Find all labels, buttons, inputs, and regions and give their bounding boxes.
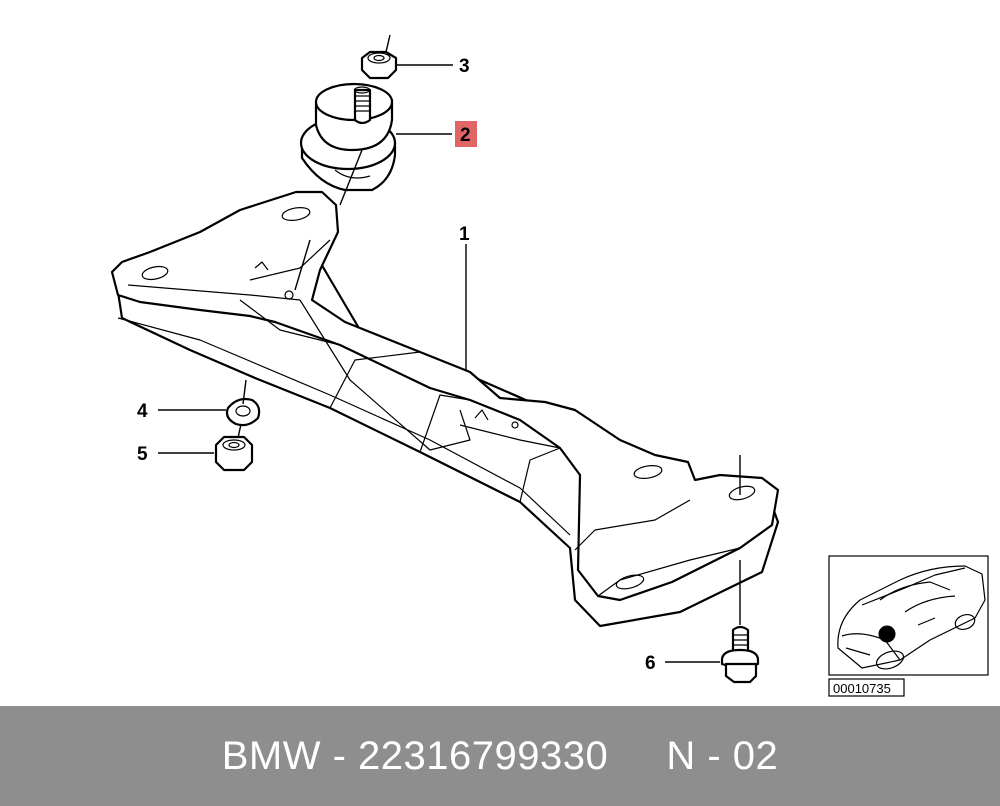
part-number-label: BMW - 22316799330 N - 02 (221, 733, 779, 778)
callout-2-highlight (455, 121, 477, 147)
callout-3: 3 (459, 56, 470, 77)
crossmember-part (110, 190, 780, 628)
thumbnail-code: 00010735 (833, 681, 891, 696)
flange-nut-part (214, 435, 254, 472)
leader-lines (158, 64, 720, 663)
hex-bolt-part (720, 625, 760, 684)
location-marker (878, 625, 896, 643)
callout-4: 4 (137, 401, 148, 422)
footer-bar: BMW - 22316799330 N - 02 (0, 706, 1000, 806)
parts-diagram: 3 2 1 4 5 6 00010735 (110, 34, 989, 697)
callouts: 3 2 1 4 5 6 (137, 56, 656, 674)
hex-nut-part (360, 50, 398, 80)
callout-2: 2 (460, 125, 471, 146)
assembly-lines (237, 34, 741, 625)
callout-1: 1 (459, 224, 470, 245)
car-outline-icon (837, 565, 986, 670)
callout-5: 5 (137, 444, 148, 465)
callout-6: 6 (645, 653, 656, 674)
rubber-mount-part (299, 82, 397, 192)
vehicle-location-thumbnail: 00010735 (828, 555, 989, 697)
